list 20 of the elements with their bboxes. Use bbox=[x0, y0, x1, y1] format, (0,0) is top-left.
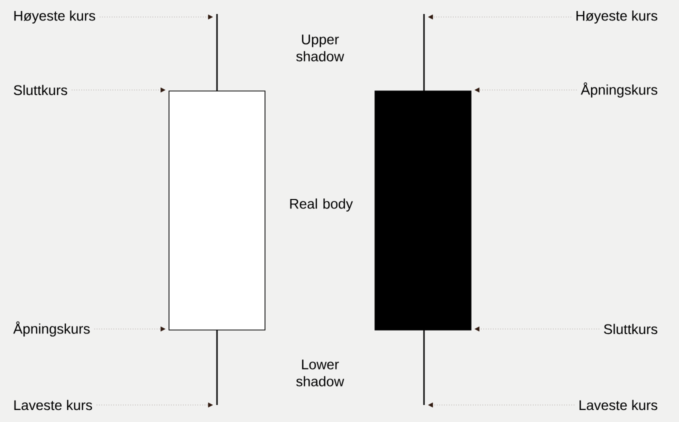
price-label: Høyeste kurs bbox=[576, 10, 658, 24]
leader-arrow bbox=[428, 402, 574, 408]
candle-body bbox=[168, 90, 266, 330]
price-label: Laveste kurs bbox=[14, 400, 92, 410]
leader-arrow bbox=[72, 88, 166, 92]
leader-arrow bbox=[96, 402, 213, 408]
price-label: Åpningskurs bbox=[580, 82, 658, 98]
price-label: Sluttkurs bbox=[604, 324, 658, 334]
leader-arrow bbox=[474, 88, 577, 92]
part-label: Lower shadow bbox=[296, 360, 344, 386]
leader-arrow bbox=[100, 14, 213, 20]
price-label: Åpningskurs bbox=[13, 321, 90, 337]
leader-arrow bbox=[428, 14, 572, 20]
leader-arrow bbox=[474, 326, 600, 332]
part-label: Real body bbox=[290, 198, 353, 212]
leader-arrow bbox=[94, 326, 166, 332]
price-label: Laveste kurs bbox=[580, 400, 658, 410]
part-label: Upper shadow bbox=[296, 34, 344, 62]
price-label: Sluttkurs bbox=[14, 84, 68, 96]
price-label: Høyeste kurs bbox=[14, 10, 96, 24]
